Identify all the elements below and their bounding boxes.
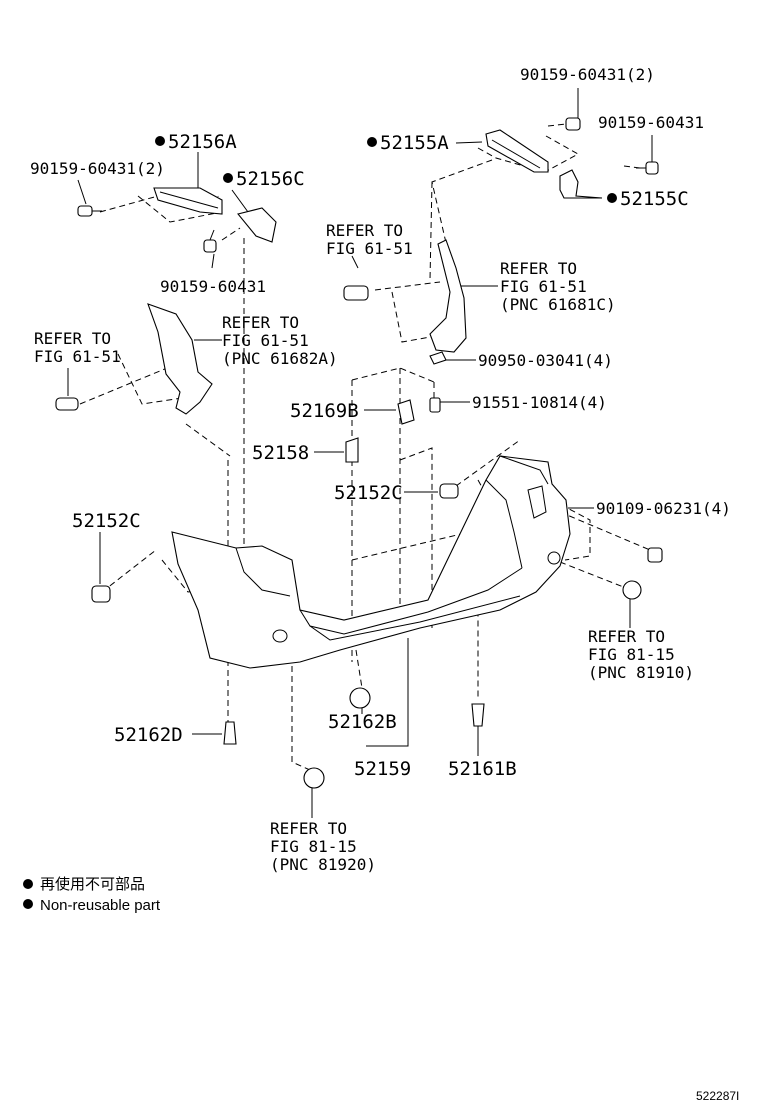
clip-left-screw-shape: [55, 397, 79, 411]
ref-left-label-line1: REFER TO: [34, 329, 111, 348]
non-reusable-dot-52155c: [607, 193, 617, 203]
clip-52152c-mid-shape: [439, 483, 459, 499]
mudguard-right-shape: [429, 239, 467, 353]
legend: 再使用不可部品 Non-reusable part: [23, 876, 161, 914]
plug-bottom-shape: [303, 767, 325, 789]
ref-left-mudguard-line3: (PNC 61682A): [222, 349, 338, 368]
ref-top-center-line1: REFER TO: [326, 221, 403, 240]
label-52158: 52158: [252, 442, 309, 464]
clip-top-screw-shape: [343, 285, 369, 301]
label-52159: 52159: [354, 758, 411, 780]
ref-left-mudguard-line2: FIG 61-51: [222, 331, 309, 350]
ref-bottom-plug-line3: (PNC 81920): [270, 855, 376, 874]
label-52169b: 52169B: [290, 400, 359, 422]
bracket-52156c-shape: [237, 207, 277, 243]
ref-right-mudguard-line2: FIG 61-51: [500, 277, 587, 296]
label-90159-60431-mid: 90159-60431: [160, 277, 266, 296]
ref-right-mudguard-line3: (PNC 61681C): [500, 295, 616, 314]
retainer-52156a-shape: [153, 187, 223, 215]
part-shapes: [55, 117, 663, 789]
label-90950-03041: 90950-03041(4): [478, 351, 613, 370]
label-90159-60431-top: 90159-60431: [598, 113, 704, 132]
bolt-60431-right-shape: [636, 161, 659, 175]
ref-bottom-plug-line2: FIG 81-15: [270, 837, 357, 856]
ref-right-plug-line3: (PNC 81910): [588, 663, 694, 682]
label-52161b: 52161B: [448, 758, 517, 780]
label-52162d: 52162D: [114, 724, 183, 746]
legend-dot-2: [23, 899, 33, 909]
legend-line-jp: 再使用不可部品: [40, 876, 145, 893]
ref-right-plug-line1: REFER TO: [588, 627, 665, 646]
bolt-60431-left-shape: [77, 205, 102, 217]
non-reusable-dot-52155a: [367, 137, 377, 147]
non-reusable-dot-52156a: [155, 136, 165, 146]
label-90159-60431-2-left: 90159-60431(2): [30, 159, 165, 178]
retainer-52155a-shape: [485, 129, 549, 173]
mudguard-left-shape: [147, 303, 213, 415]
ref-left-mudguard-line1: REFER TO: [222, 313, 299, 332]
label-52152c-left: 52152C: [72, 510, 141, 532]
ref-left-label-line2: FIG 61-51: [34, 347, 121, 366]
bracket-52169b-shape: [397, 399, 415, 425]
ref-bottom-plug-line1: REFER TO: [270, 819, 347, 838]
bolt-90109-shape: [647, 547, 663, 563]
part-labels: 90159-60431(2) 90159-60431 52156A 52155A…: [30, 65, 731, 874]
label-91551-10814: 91551-10814(4): [472, 393, 607, 412]
plug-right-shape: [622, 580, 642, 600]
clip-52152c-left-shape: [91, 585, 111, 603]
label-52162b: 52162B: [328, 711, 397, 733]
screw-91551-shape: [429, 397, 441, 413]
legend-dot-1: [23, 879, 33, 889]
nut-90950-shape: [429, 351, 447, 365]
clip-52162d-shape: [223, 721, 237, 745]
label-52155a: 52155A: [380, 132, 449, 154]
non-reusable-dot-52156c: [223, 173, 233, 183]
label-52152c-mid: 52152C: [334, 482, 403, 504]
clip-52161b-shape: [471, 703, 485, 727]
label-52156c: 52156C: [236, 168, 305, 190]
bolt-60431-mid-shape: [203, 229, 217, 253]
legend-line-en: Non-reusable part: [40, 897, 161, 914]
bracket-52155c-shape: [559, 169, 603, 199]
label-52156a: 52156A: [168, 131, 237, 153]
label-90109-06231: 90109-06231(4): [596, 499, 731, 518]
plug-52162b-shape: [349, 687, 371, 709]
label-52155c: 52155C: [620, 188, 689, 210]
ref-top-center-line2: FIG 61-51: [326, 239, 413, 258]
ref-right-mudguard-line1: REFER TO: [500, 259, 577, 278]
label-90159-60431-2-top: 90159-60431(2): [520, 65, 655, 84]
figure-id: 522287I: [696, 1089, 739, 1103]
rear-bumper-cover-shape: [171, 455, 571, 669]
ref-right-plug-line2: FIG 81-15: [588, 645, 675, 664]
bracket-52158-shape: [345, 437, 359, 463]
bolt-60431-topright-shape: [565, 117, 581, 131]
